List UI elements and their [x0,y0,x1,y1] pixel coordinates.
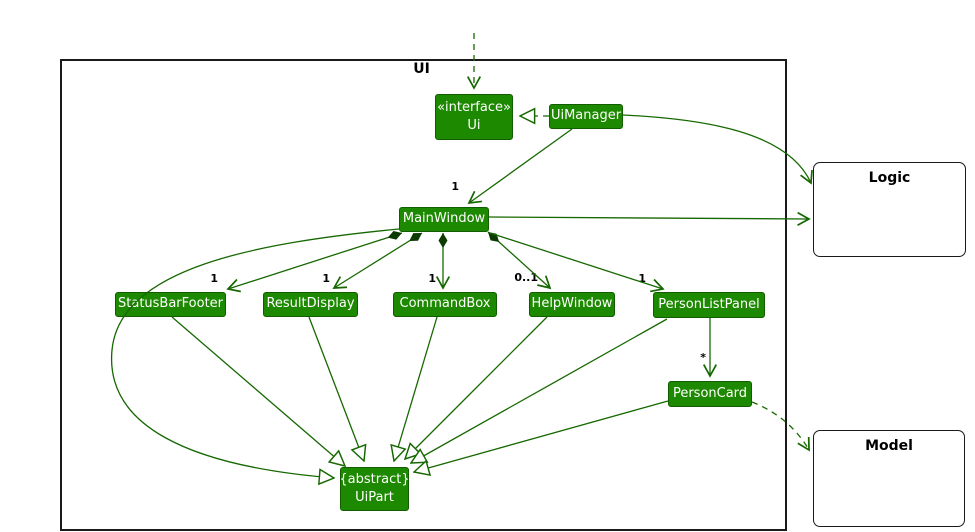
multiplicity-uimanager-mainwindow: 1 [451,180,459,193]
class-box-uipart: {abstract} UiPart [339,467,410,511]
model-component-box: Model [813,430,965,527]
multiplicity-statusbarfooter: 1 [210,272,218,285]
uipart-name: UiPart [355,490,394,505]
multiplicity-personcard: * [700,351,706,364]
class-box-uimanager: UiManager [549,104,623,129]
uimanager-name: UiManager [550,108,622,124]
commandbox-name: CommandBox [399,296,491,312]
personlistpanel-name: PersonListPanel [658,296,760,312]
class-box-mainwindow: MainWindow [399,207,489,232]
class-box-ui-interface: «interface» Ui [435,94,513,140]
statusbarfooter-name: StatusBarFooter [118,296,224,312]
ui-interface-name: Ui [467,118,481,133]
personcard-name: PersonCard [672,385,748,401]
class-box-helpwindow: HelpWindow [529,292,615,317]
multiplicity-helpwindow: 0..1 [514,271,538,284]
class-box-personlistpanel: PersonListPanel [653,292,765,318]
resultdisplay-name: ResultDisplay [266,296,355,312]
multiplicity-personlistpanel: 1 [638,272,646,285]
class-box-statusbarfooter: StatusBarFooter [115,292,226,317]
ui-package-container [60,59,787,531]
mainwindow-name: MainWindow [402,211,486,227]
model-component-label: Model [865,438,913,454]
logic-component-label: Logic [868,170,911,186]
helpwindow-name: HelpWindow [531,296,613,312]
class-box-personcard: PersonCard [668,381,752,407]
ui-interface-stereotype: «interface» [437,99,511,115]
uipart-modifier: {abstract} [339,471,410,487]
multiplicity-commandbox: 1 [428,272,436,285]
logic-component-box: Logic [813,162,966,257]
class-box-resultdisplay: ResultDisplay [263,292,358,317]
class-box-commandbox: CommandBox [393,292,497,317]
ui-package-label: UI [413,61,430,77]
multiplicity-resultdisplay: 1 [322,272,330,285]
